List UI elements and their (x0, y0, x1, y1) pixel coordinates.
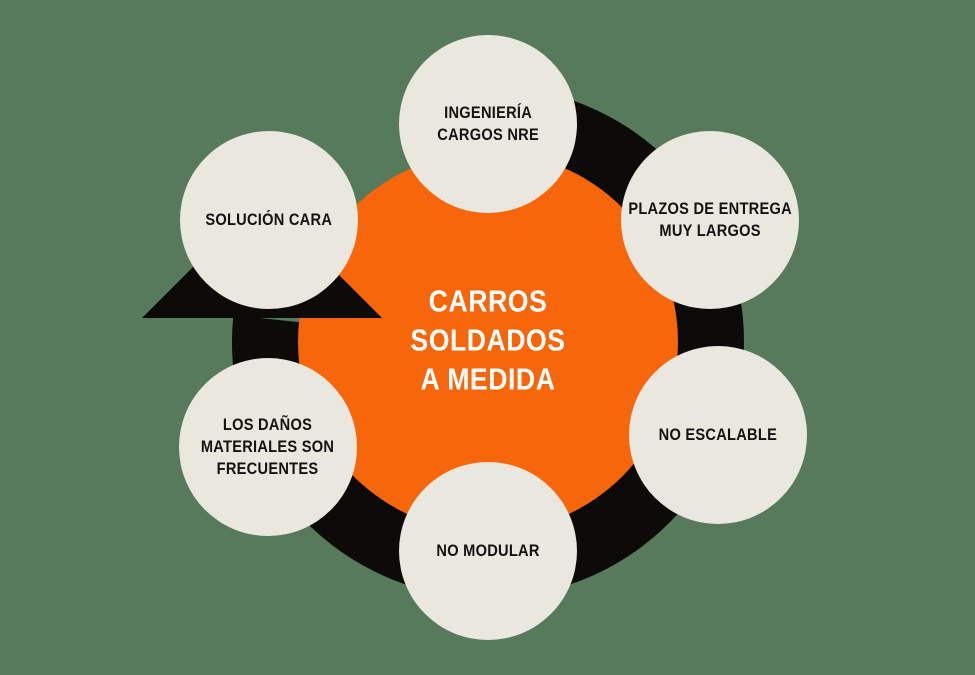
node-no-escalable: NO ESCALABLE (629, 346, 807, 524)
center-circle (298, 152, 678, 532)
node-line: MATERIALES SON (201, 437, 335, 456)
center-line: SOLDADOS (410, 322, 566, 358)
center-line: A MEDIDA (420, 361, 556, 397)
node-line: PLAZOS DE ENTREGA (628, 199, 792, 218)
node-line: INGENIERÍA (444, 103, 532, 122)
node-line: LOS DAÑOS (223, 415, 313, 434)
center-label-text: CARROS SOLDADOS A MEDIDA (410, 282, 565, 399)
node-line: NO ESCALABLE (658, 425, 778, 444)
center-line: CARROS (428, 283, 548, 319)
node-label: LOS DAÑOS MATERIALES SON FRECUENTES (201, 414, 334, 480)
node-label: SOLUCIÓN CARA (206, 209, 333, 231)
node-solucion-cara: SOLUCIÓN CARA (180, 131, 358, 309)
node-line: SOLUCIÓN CARA (205, 210, 333, 229)
node-label: PLAZOS DE ENTREGA MUY LARGOS (628, 198, 792, 242)
node-label: INGENIERÍA CARGOS NRE (437, 102, 539, 146)
node-no-modular: NO MODULAR (399, 462, 577, 640)
node-line: FRECUENTES (217, 459, 319, 478)
center-label: CARROS SOLDADOS A MEDIDA (398, 282, 578, 399)
node-line: CARGOS NRE (437, 125, 539, 144)
node-line: NO MODULAR (436, 541, 540, 560)
node-line: MUY LARGOS (659, 221, 761, 240)
node-plazos-de-entrega: PLAZOS DE ENTREGA MUY LARGOS (621, 131, 799, 309)
node-ingenieria-cargos-nre: INGENIERÍA CARGOS NRE (399, 35, 577, 213)
node-label: NO ESCALABLE (659, 424, 777, 446)
node-label: NO MODULAR (436, 540, 539, 562)
node-danos-materiales: LOS DAÑOS MATERIALES SON FRECUENTES (179, 358, 357, 536)
